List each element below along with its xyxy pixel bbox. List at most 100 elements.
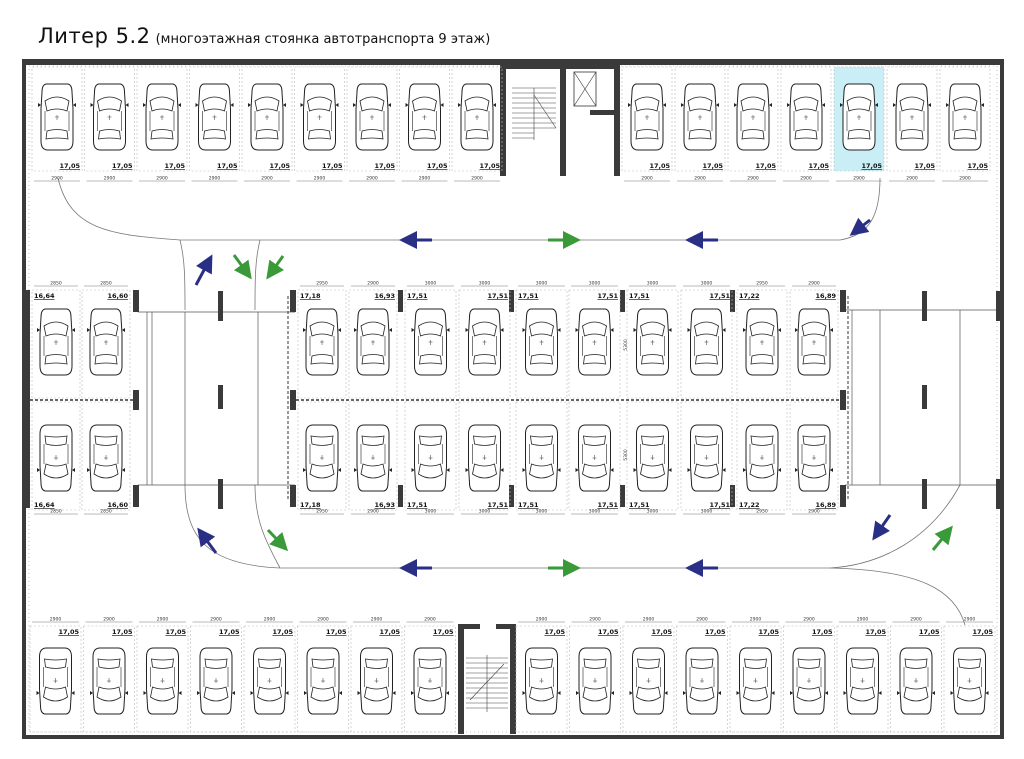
parking-spot [399, 66, 450, 172]
spot-outline [943, 625, 996, 733]
spot-number: 17,05 [326, 628, 347, 636]
parking-spot [569, 625, 621, 733]
parking-spot [789, 401, 839, 511]
spot-number: 17,51 [709, 292, 730, 300]
parking-spot [241, 66, 293, 172]
dimension-label: 2900 [103, 617, 115, 623]
spot-outline [451, 66, 503, 172]
spot-number: 16,60 [107, 501, 128, 509]
spot-number: 17,05 [219, 628, 240, 636]
spot-number: 17,05 [112, 162, 133, 170]
car-icon [687, 424, 726, 492]
spot-number: 17,51 [518, 292, 539, 300]
parking-spot [136, 66, 188, 172]
car-icon [633, 308, 672, 376]
spot-number: 17,18 [300, 292, 321, 300]
spot-outline [736, 289, 788, 399]
car-icon [36, 424, 76, 492]
car-icon [36, 647, 75, 715]
parking-spots [29, 66, 996, 733]
parking-spot [674, 66, 726, 172]
spot-number: 17,05 [651, 628, 672, 636]
spot-outline [836, 625, 889, 733]
spot-outline [81, 289, 131, 399]
spot-number: 17,05 [217, 162, 238, 170]
wall-segment [24, 61, 1002, 65]
spot-outline [626, 289, 679, 399]
parking-spot [404, 401, 457, 511]
spot-number: 17,05 [598, 628, 619, 636]
spot-outline [890, 625, 942, 733]
spot-number: 17,05 [967, 162, 988, 170]
spot-number: 17,51 [597, 501, 618, 509]
parking-spot [943, 625, 996, 733]
car-icon [839, 83, 879, 151]
spot-outline [404, 625, 456, 733]
car-icon [86, 308, 126, 376]
dimension-label: 2900 [51, 176, 63, 182]
car-icon [794, 308, 834, 376]
parking-spot [404, 625, 456, 733]
spot-outline [729, 625, 782, 733]
car-icon [892, 83, 932, 151]
car-icon [627, 83, 667, 151]
parking-spot [350, 625, 403, 733]
car-icon [405, 83, 444, 151]
dimension-label: 2900 [371, 617, 383, 623]
green-arrow-ramp [266, 255, 285, 280]
dimension-label: 2900 [264, 617, 276, 623]
car-icon [303, 647, 343, 715]
car-icon [352, 83, 392, 151]
dimension-label: 2900 [747, 176, 759, 182]
car-icon [250, 647, 289, 715]
car-icon [457, 83, 497, 151]
spot-outline [626, 401, 679, 511]
dimension-label: 2900 [694, 176, 706, 182]
spot-outline [31, 401, 81, 511]
parking-spot [81, 401, 131, 511]
spot-number: 17,05 [758, 628, 779, 636]
dimension-label: 2900 [696, 617, 708, 623]
spot-number: 17,51 [487, 292, 508, 300]
dimension-label: 2950 [756, 281, 768, 287]
dimension-label: 2900 [419, 176, 431, 182]
dimension-label: 2850 [50, 281, 62, 287]
spot-number: 17,05 [865, 628, 886, 636]
dimension-label: 3000 [701, 509, 713, 515]
spot-outline [622, 625, 675, 733]
dimension-label: 2900 [156, 176, 168, 182]
parking-spot [626, 401, 679, 511]
spot-number: 17,05 [914, 162, 935, 170]
car-icon [789, 647, 829, 715]
parking-spot [31, 289, 81, 399]
spot-outline [189, 66, 240, 172]
pillar [922, 291, 927, 321]
spot-outline [297, 289, 347, 399]
dimension-label: 2900 [367, 509, 379, 515]
parking-spot [458, 401, 511, 511]
left-block-frame [24, 290, 139, 508]
car-icon [682, 647, 722, 715]
parking-spot [626, 289, 679, 399]
spot-outline [515, 625, 568, 733]
dimension-label: 2900 [471, 176, 483, 182]
spot-outline [84, 66, 135, 172]
car-icon [195, 83, 234, 151]
spot-number: 17,05 [322, 162, 343, 170]
car-icon [465, 424, 504, 492]
blue-arrow-ramp [849, 217, 871, 236]
parking-spot [680, 401, 733, 511]
dimension-label: 2900 [800, 176, 812, 182]
parking-spot [451, 66, 503, 172]
parking-spot [297, 289, 347, 399]
direction-arrows [194, 217, 953, 577]
car-icon [786, 83, 826, 151]
spot-number: 17,51 [518, 501, 539, 509]
spot-outline [458, 289, 511, 399]
parking-spot [736, 289, 788, 399]
center-block-frame [287, 290, 849, 507]
spot-number: 17,05 [112, 628, 133, 636]
spot-outline [31, 289, 81, 399]
parking-spot [515, 625, 568, 733]
parking-spot [939, 66, 991, 172]
